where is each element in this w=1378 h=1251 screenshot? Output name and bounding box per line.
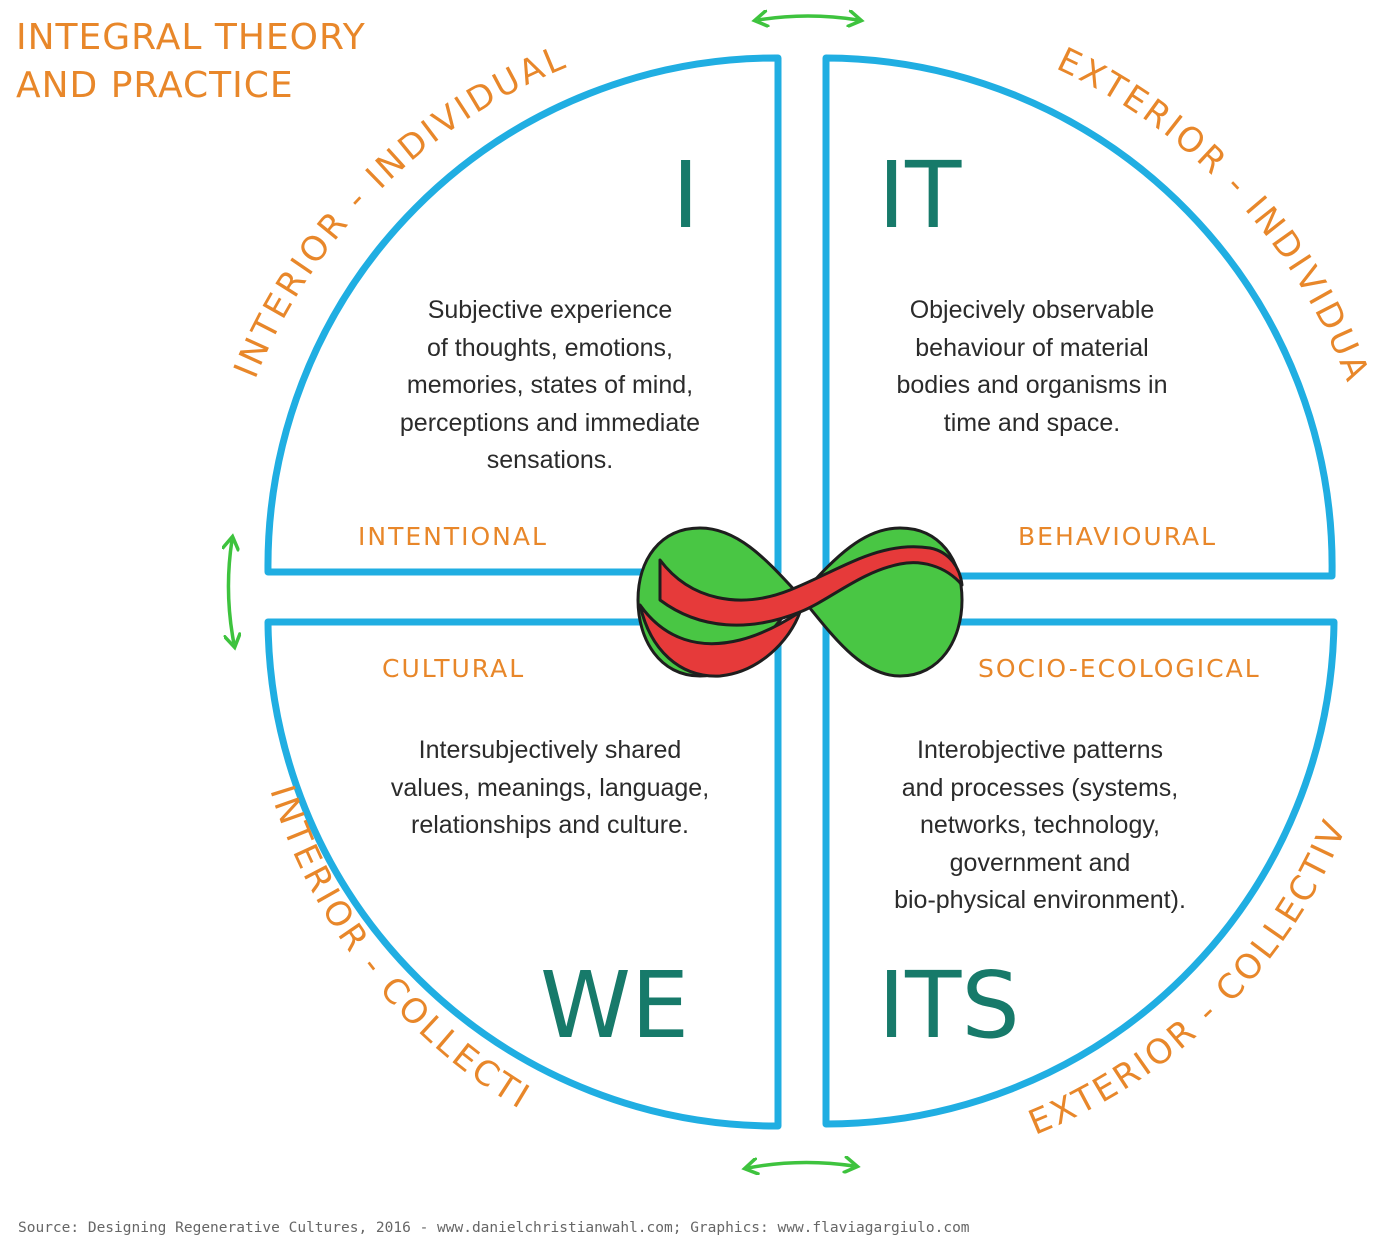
- double-arrow-bottom-icon: [748, 1162, 854, 1168]
- quadrant-letter-its: ITS: [878, 952, 1020, 1059]
- description-line: Intersubjectively shared: [418, 736, 682, 764]
- description-lower-right: Interobjective patterns and processes (s…: [820, 732, 1260, 920]
- source-credit: Source: Designing Regenerative Cultures,…: [18, 1220, 970, 1236]
- description-line: government and: [949, 848, 1131, 877]
- description-line: values, meanings, language,: [390, 773, 710, 802]
- description-line: sensations.: [486, 446, 614, 474]
- description-line: perceptions and immediate: [399, 408, 701, 437]
- description-lower-left: Intersubjectively shared values, meaning…: [330, 732, 770, 845]
- quadrant-letter-i: I: [672, 142, 700, 249]
- quadrant-upper-left-border: [264, 54, 782, 576]
- description-line: time and space.: [943, 408, 1121, 437]
- double-arrow-left-icon: [228, 540, 234, 644]
- description-line: memories, states of mind,: [406, 371, 694, 399]
- axis-label-intentional: INTENTIONAL: [358, 522, 548, 551]
- description-line: behaviour of material: [915, 333, 1149, 362]
- description-line: bio-physical environment).: [894, 886, 1186, 914]
- axis-label-socio-ecological: SOCIO-ECOLOGICAL: [978, 654, 1261, 683]
- axis-label-cultural: CULTURAL: [382, 654, 526, 683]
- quadrant-letter-we: WE: [540, 952, 690, 1059]
- diagram-title: INTEGRAL THEORY AND PRACTICE: [16, 14, 366, 110]
- quadrant-lower-left-border: [264, 618, 782, 1130]
- quadrant-upper-right-border: [822, 54, 1336, 580]
- title-line-1: INTEGRAL THEORY: [16, 17, 366, 58]
- description-upper-left: Subjective experience of thoughts, emoti…: [330, 292, 770, 480]
- description-line: Interobjective patterns: [917, 736, 1163, 764]
- quadrant-letter-it: IT: [878, 142, 962, 249]
- description-line: relationships and culture.: [411, 811, 689, 839]
- description-line: of thoughts, emotions,: [427, 333, 673, 362]
- double-arrow-top-icon: [758, 16, 858, 20]
- description-line: networks, technology,: [920, 811, 1160, 839]
- description-line: bodies and organisms in: [896, 371, 1168, 399]
- quadrant-lower-right-border: [822, 618, 1338, 1128]
- description-upper-right: Objecively observable behaviour of mater…: [832, 292, 1232, 442]
- axis-label-behavioural: BEHAVIOURAL: [1018, 522, 1218, 551]
- description-line: Subjective experience: [427, 296, 673, 324]
- title-line-2: AND PRACTICE: [16, 65, 294, 106]
- description-line: Objecively observable: [909, 296, 1155, 324]
- description-line: and processes (systems,: [901, 773, 1179, 802]
- infinity-icon: [636, 526, 964, 678]
